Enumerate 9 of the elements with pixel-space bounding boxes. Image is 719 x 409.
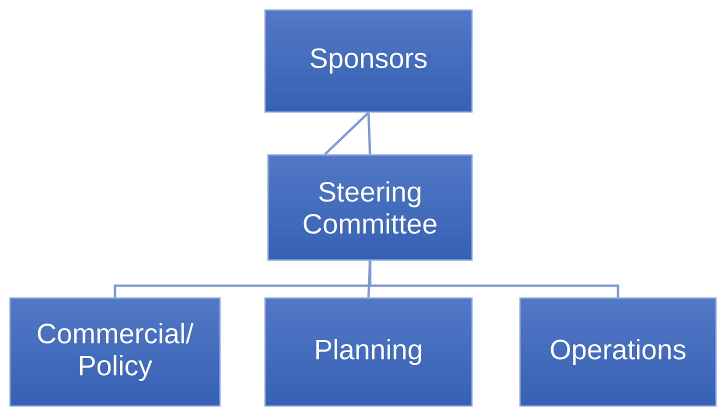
connector-line — [367, 112, 372, 154]
org-box: Commercial/ Policy — [9, 297, 221, 407]
connector-line — [367, 260, 372, 298]
org-box: Planning — [264, 297, 473, 407]
org-box: Steering Committee — [267, 154, 473, 261]
connector-line — [368, 260, 620, 298]
org-box: Operations — [519, 297, 717, 407]
connector-line — [324, 112, 370, 156]
org-box: Sponsors — [264, 9, 473, 113]
